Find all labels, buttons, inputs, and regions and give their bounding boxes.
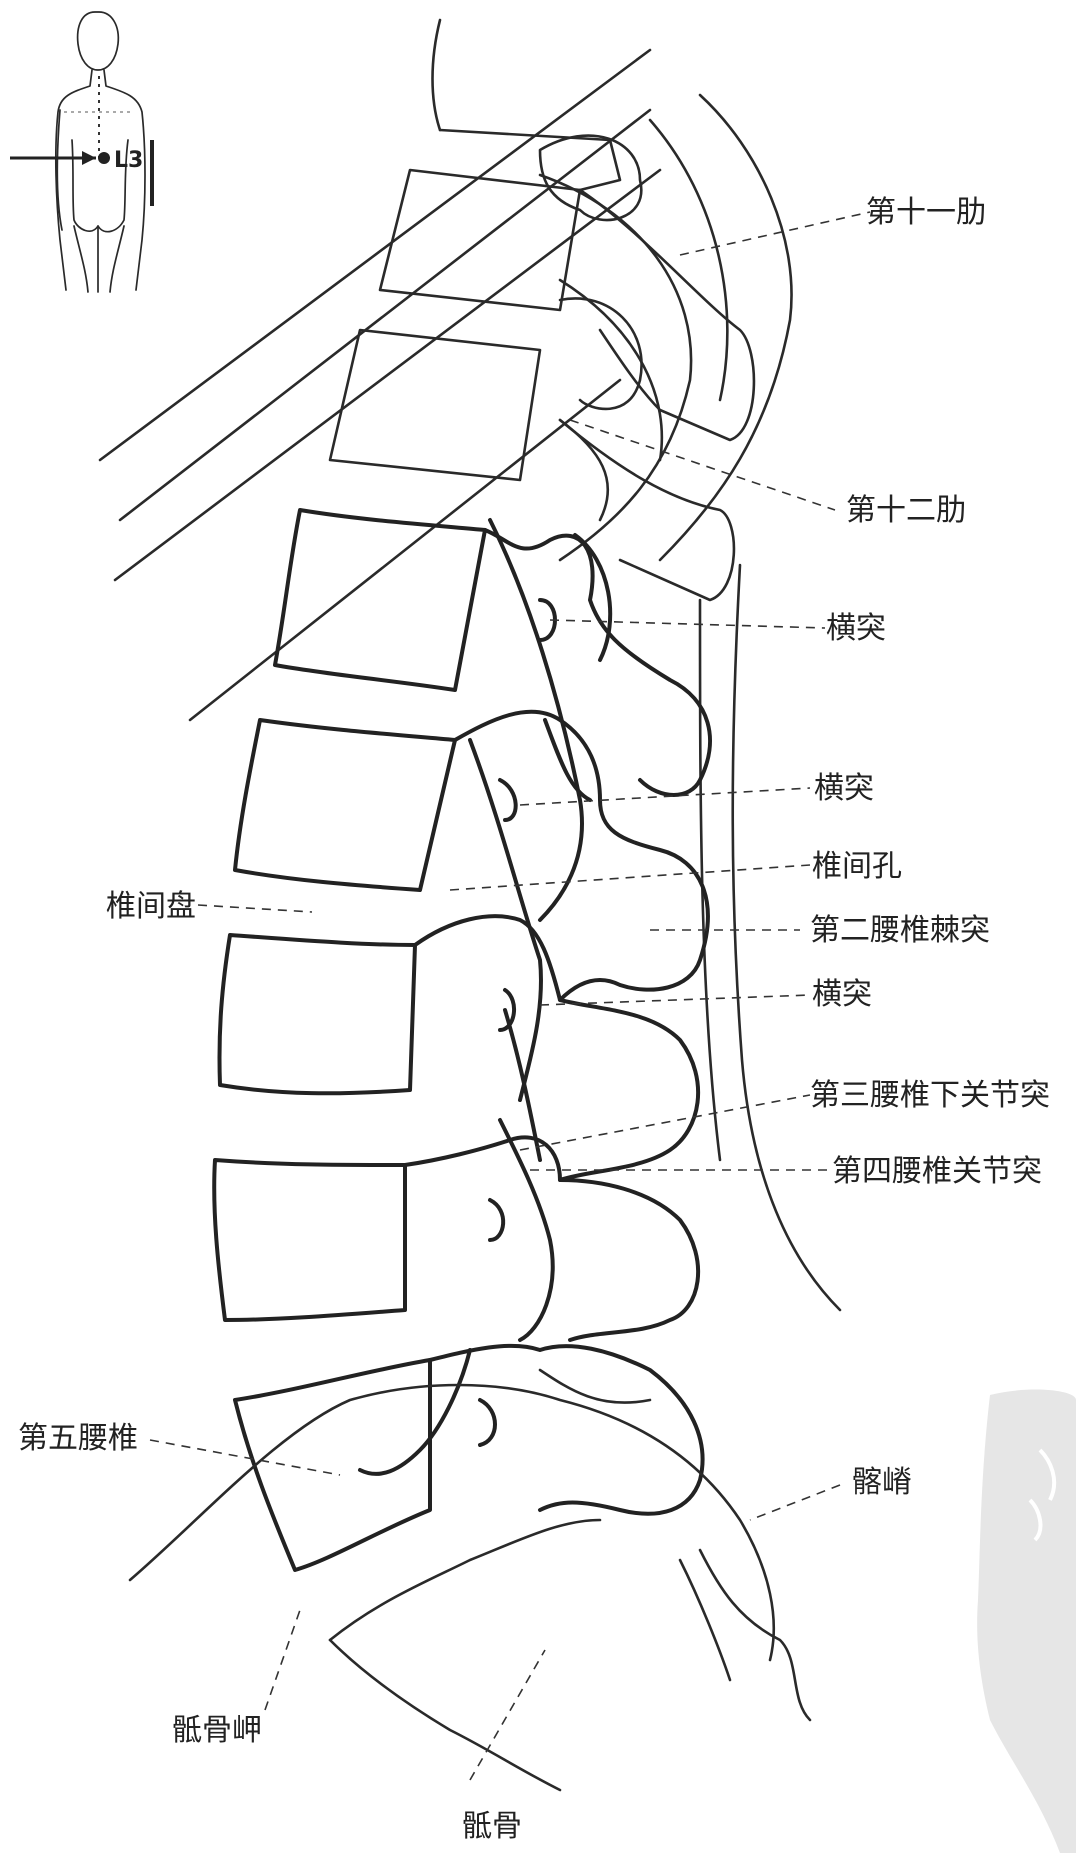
inset-level-dot	[98, 152, 110, 164]
label-l4-facet: 第四腰椎关节突	[832, 1154, 1042, 1189]
inset-body-figure: L3	[10, 11, 154, 293]
pelvis-sacrum	[128, 1368, 1076, 1853]
label-rib-12: 第十二肋	[846, 493, 966, 528]
label-iliac-crest: 髂嵴	[852, 1465, 912, 1500]
lumbar-vertebrae	[212, 508, 712, 1572]
label-l2-spinous: 第二腰椎棘突	[810, 913, 990, 948]
label-disc: 椎间盘	[106, 889, 196, 924]
label-sacrum: 骶骨	[462, 1809, 522, 1844]
label-transverse-1: 横突	[826, 611, 886, 646]
inset-arrow-head	[82, 151, 96, 165]
labels: 第十一肋 第十二肋 横突 横突 椎间孔 椎间盘 第二腰椎棘突 横突 第三腰椎下关…	[18, 195, 1050, 1844]
label-transverse-2: 横突	[814, 771, 874, 806]
label-rib-11: 第十一肋	[866, 195, 986, 230]
rib-lines	[98, 18, 842, 1312]
thoracic-vertebrae	[328, 128, 756, 602]
label-foramen: 椎间孔	[812, 849, 902, 884]
label-transverse-3: 横突	[812, 977, 872, 1012]
leader-lines	[149, 211, 871, 1781]
gray-pelvis-shape	[977, 1389, 1076, 1853]
label-l3-inferior-facet: 第三腰椎下关节突	[810, 1078, 1050, 1113]
inset-level-label: L3	[114, 148, 143, 173]
label-promontory: 骶骨岬	[172, 1713, 262, 1748]
label-l5: 第五腰椎	[18, 1421, 138, 1456]
